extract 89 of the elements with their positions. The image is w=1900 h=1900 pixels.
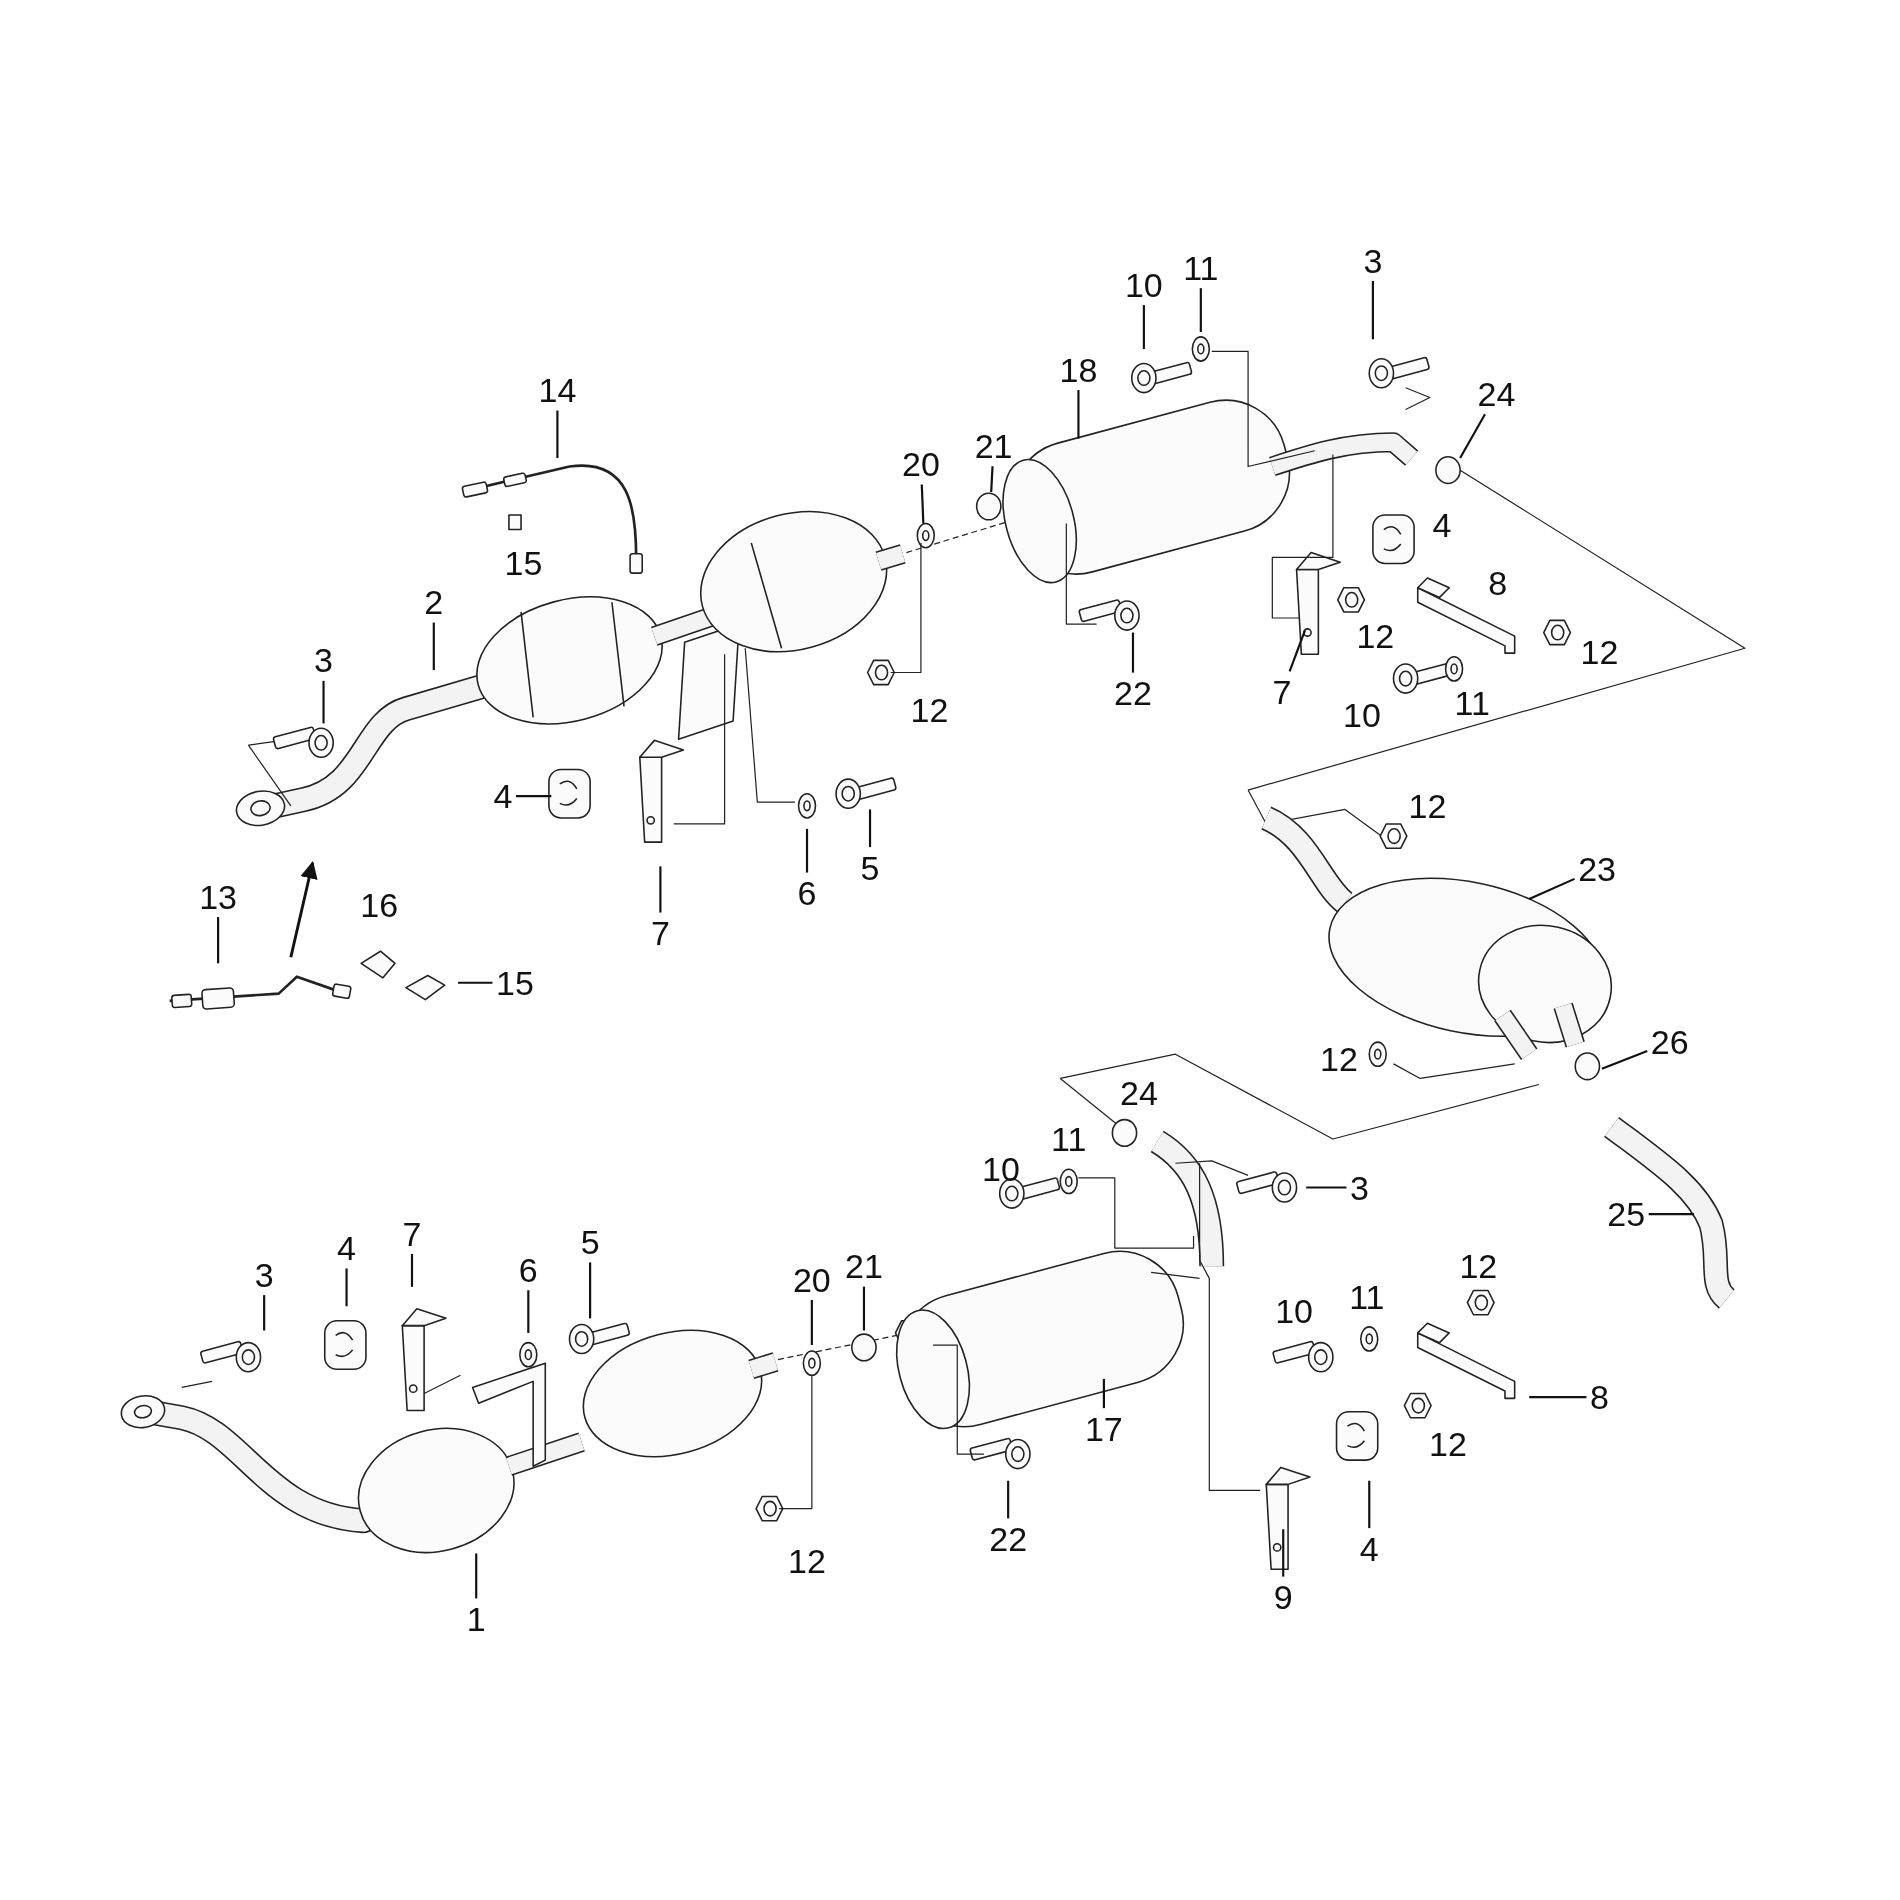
callout-number: 12 (1408, 787, 1447, 824)
leader-line (527, 1290, 530, 1333)
callout-number: 3 (254, 1256, 274, 1293)
leader-line (432, 622, 435, 671)
callout-number: 12 (1356, 618, 1395, 655)
leader-line (1007, 1480, 1010, 1519)
leader-line (1288, 629, 1307, 672)
callout-number: 14 (538, 372, 577, 409)
callout-number: 25 (1607, 1196, 1646, 1233)
callout-number: 3 (314, 642, 333, 679)
callout-number: 21 (974, 427, 1013, 464)
leader-line (1528, 877, 1575, 901)
callout-number: 15 (496, 964, 534, 1001)
leader-line (1648, 1213, 1694, 1216)
leader-line (458, 981, 493, 984)
callout-number: 12 (788, 1542, 826, 1579)
callout-number: 11 (1454, 684, 1490, 721)
leader-line (1077, 390, 1080, 439)
callout-number: 12 (1320, 1041, 1358, 1078)
callout-number: 3 (1350, 1169, 1369, 1206)
leader-line (475, 1553, 478, 1599)
leader-line (1102, 1378, 1105, 1409)
callout-number: 10 (1343, 696, 1381, 733)
leader-line (810, 1299, 813, 1346)
callout-number: 1 (466, 1600, 486, 1637)
callout-number: 11 (1183, 249, 1219, 286)
callout-number: 22 (1114, 675, 1152, 712)
leader-line (868, 809, 872, 848)
leader-line (1131, 632, 1135, 673)
leader-line (1529, 1396, 1587, 1399)
leader-line (1142, 305, 1145, 349)
leader-line (410, 1253, 414, 1287)
callout-number: 15 (504, 545, 543, 582)
callout-number: 13 (199, 878, 237, 915)
callout-number: 17 (1084, 1410, 1123, 1447)
callout-number: 4 (337, 1230, 356, 1267)
leader-line (1459, 413, 1486, 459)
callout-number: 10 (982, 1151, 1020, 1188)
leader-line (1368, 1480, 1371, 1529)
leader-line (589, 1262, 592, 1319)
leader-line (1199, 288, 1202, 332)
callout-number: 10 (1124, 266, 1163, 303)
leader-line (920, 484, 925, 524)
leader-line (1282, 1529, 1285, 1577)
callout-number: 12 (910, 692, 949, 729)
callout-number: 20 (902, 446, 940, 483)
callout-number: 24 (1120, 1075, 1158, 1111)
callout-number: 8 (1488, 564, 1508, 601)
leader-line (659, 866, 662, 913)
leader-line (217, 917, 220, 964)
callout-number: 12 (1580, 633, 1619, 670)
callout-number: 24 (1477, 375, 1516, 412)
callout-number: 2 (424, 584, 444, 621)
callout-number: 9 (1273, 1579, 1293, 1616)
callout-number: 7 (650, 915, 670, 952)
callout-number: 4 (493, 778, 513, 815)
leader-line (345, 1268, 348, 1307)
callout-number: 22 (989, 1520, 1028, 1557)
callout-number: 6 (518, 1251, 538, 1288)
leader-line (1306, 1186, 1347, 1189)
callout-number: 12 (1429, 1426, 1467, 1463)
callout-number: 11 (1051, 1121, 1087, 1157)
leader-line (1601, 1049, 1648, 1070)
callout-number: 18 (1059, 351, 1098, 388)
leader-line (263, 1295, 266, 1331)
callout-number: 20 (792, 1261, 831, 1298)
leader-line (515, 795, 552, 798)
callout-number: 23 (1578, 850, 1616, 887)
callout-number: 8 (1590, 1379, 1609, 1416)
callout-number: 5 (860, 849, 880, 886)
callout-number: 4 (1359, 1530, 1379, 1567)
callout-number: 6 (797, 875, 817, 912)
callout-number: 10 (1275, 1293, 1314, 1330)
callout-number: 4 (1432, 506, 1452, 543)
leader-line (805, 828, 809, 873)
callout-number: 11 (1349, 1278, 1385, 1315)
callout-number: 12 (1459, 1248, 1498, 1285)
callout-number: 16 (360, 887, 399, 924)
callout-number: 5 (580, 1224, 600, 1260)
callout-number: 7 (1272, 673, 1292, 710)
leader-line (1371, 280, 1374, 340)
leader-line (862, 1286, 866, 1331)
callout-number: 3 (1363, 242, 1383, 279)
leader-line (322, 680, 325, 724)
leader-line (990, 466, 994, 492)
callout-number: 26 (1650, 1024, 1689, 1061)
callout-number: 21 (845, 1248, 883, 1285)
callout-number: 7 (402, 1215, 422, 1252)
leader-line (556, 410, 559, 459)
